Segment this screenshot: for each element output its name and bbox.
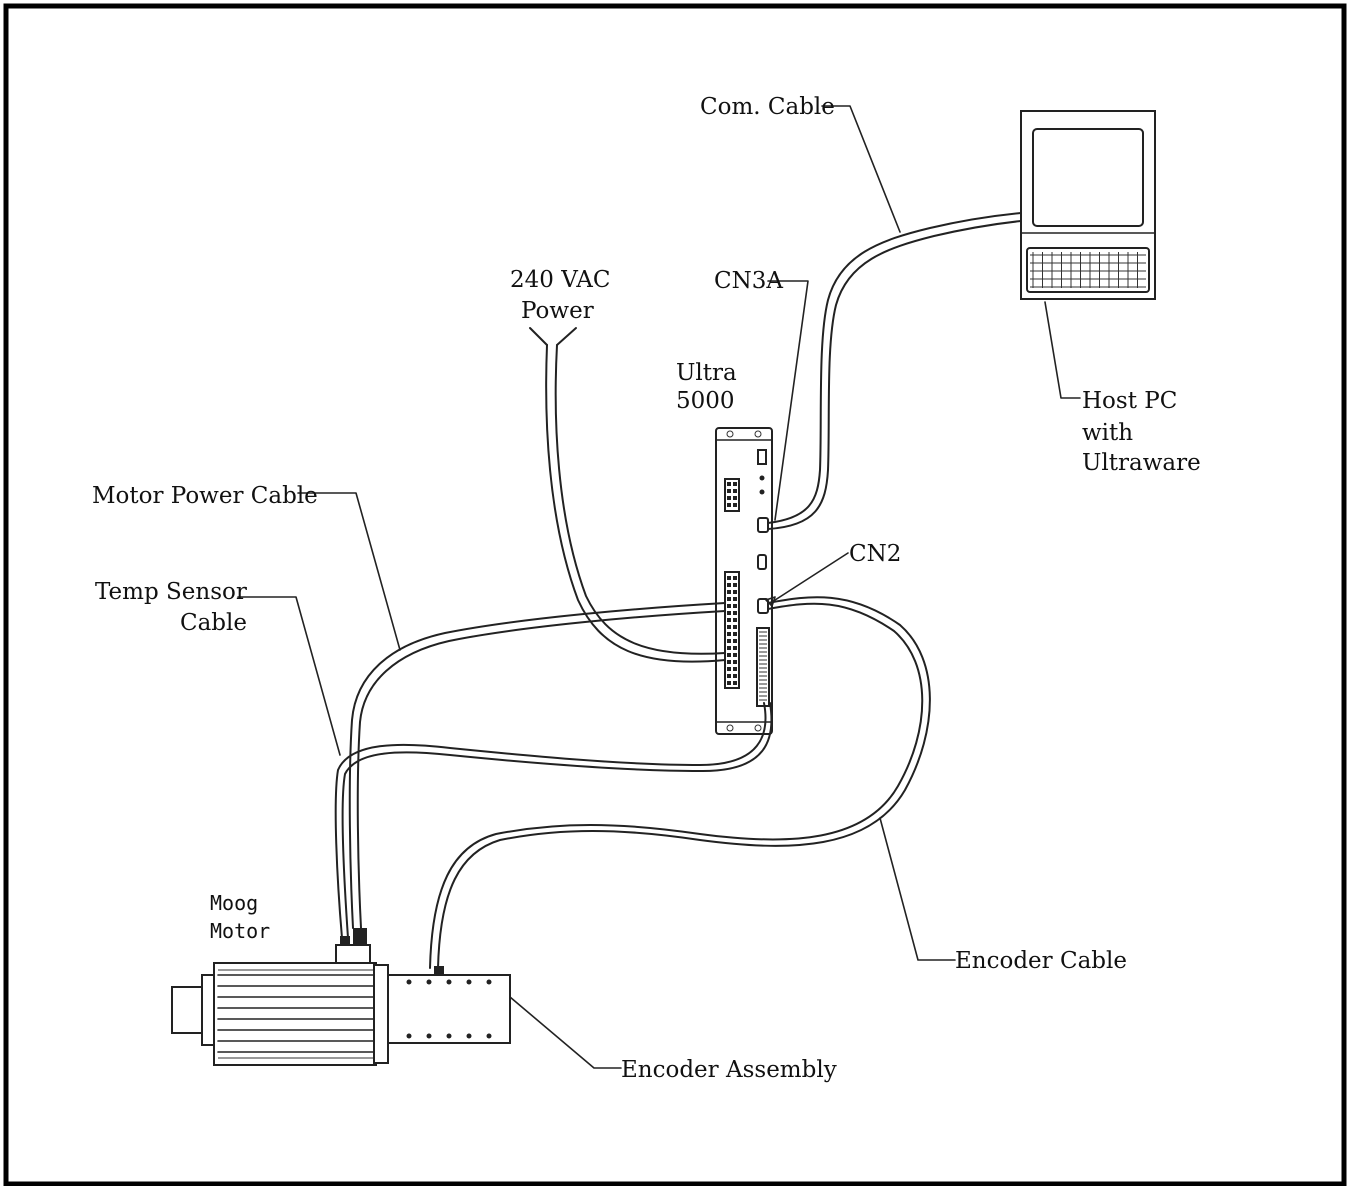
motor-power-cable-label: Motor Power Cable [92,483,318,509]
com-cable-label: Com. Cable [700,94,835,120]
cn3a-label: CN3A [714,268,783,294]
host-pc-icon [1020,110,1156,300]
cn2-label: CN2 [849,541,901,567]
temp-sensor-label-line2: Cable [180,610,247,636]
encoder-cable-label: Encoder Cable [955,948,1127,974]
moog-label-line1: Moog [210,891,258,915]
moog-motor-icon [171,928,389,1066]
ultra-label-line1: Ultra [676,360,737,386]
labels: Com. Cable 240 VAC Power CN3A Ultra 5000… [92,94,1201,1083]
leader-lines [237,105,1081,1069]
encoder-assembly-icon [387,966,511,1044]
ultra5000-drive-icon [715,427,773,735]
power-label-line1: 240 VAC [510,267,610,293]
host-label-line1: Host PC [1082,388,1177,414]
moog-label-line2: Motor [210,919,270,943]
host-label-line3: Ultraware [1082,450,1201,476]
outer-border [3,3,1347,1186]
ultra-label-line2: 5000 [676,388,735,414]
cables [334,212,1022,969]
power-label-line2: Power [521,298,594,324]
host-label-line2: with [1082,420,1133,446]
encoder-assembly-label: Encoder Assembly [621,1057,837,1083]
temp-sensor-label-line1: Temp Sensor [95,579,247,605]
